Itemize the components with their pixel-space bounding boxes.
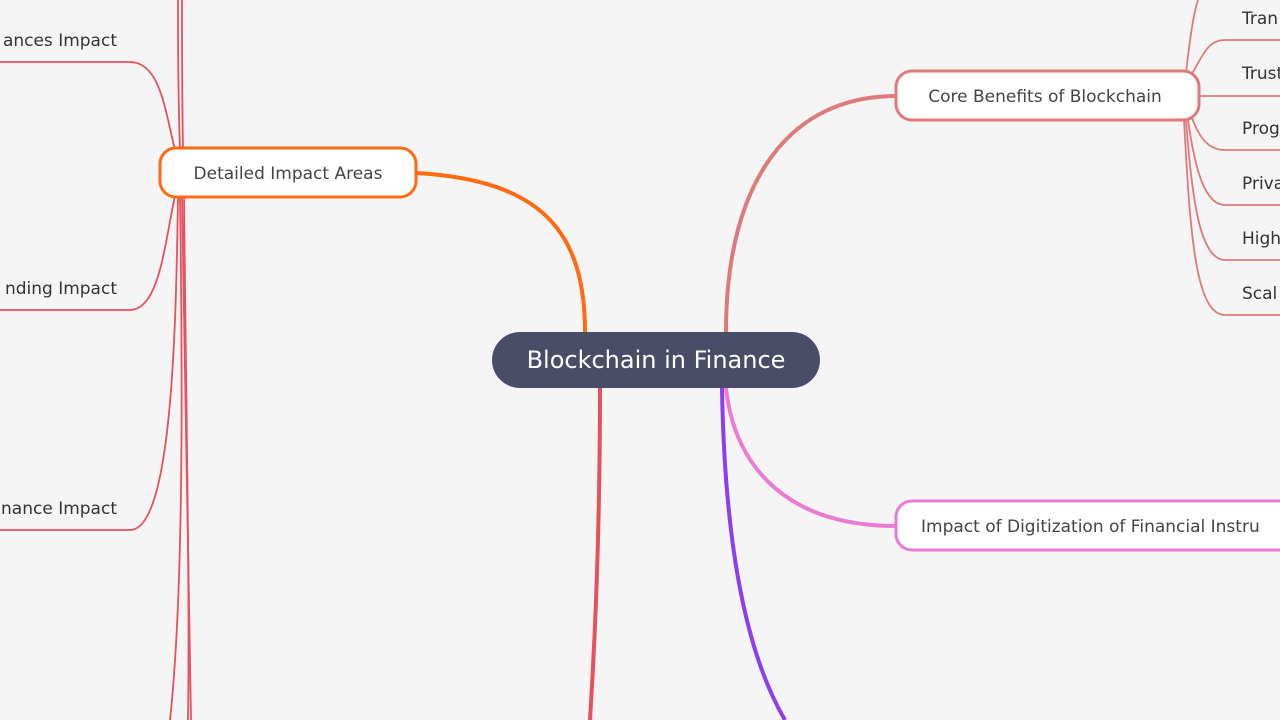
leaf-trust[interactable]: Trust (1241, 64, 1280, 84)
leaf-scalability[interactable]: Scal (1242, 284, 1277, 304)
connector-purple-offscreen (720, 387, 787, 720)
root-label: Blockchain in Finance (527, 346, 786, 374)
node-label: Detailed Impact Areas (194, 164, 383, 184)
node-core-benefits[interactable]: Core Benefits of Blockchain (894, 69, 1201, 122)
connector-digitization (724, 387, 897, 528)
leaf-high[interactable]: High (1242, 229, 1280, 249)
node-impact-digitization[interactable]: Impact of Digitization of Financial Inst… (894, 499, 1280, 552)
leaf-finances-impact[interactable]: ances Impact (3, 31, 117, 51)
connector-detailed (415, 171, 587, 333)
core-child-connectors (1183, 0, 1280, 316)
connector-core (724, 94, 897, 333)
leaf-privacy[interactable]: Priva (1242, 174, 1280, 194)
leaf-lending-impact[interactable]: nding Impact (5, 279, 117, 299)
detailed-children: ances Impact nding Impact nance Impact (1, 31, 117, 519)
connector-red-offscreen (588, 387, 602, 720)
node-detailed-impact-areas[interactable]: Detailed Impact Areas (158, 146, 418, 199)
detailed-child-connectors (0, 0, 192, 720)
node-label: Core Benefits of Blockchain (928, 87, 1162, 107)
leaf-finance-impact[interactable]: nance Impact (1, 499, 117, 519)
core-children: Tran Trust Prog Priva High Scal (1241, 9, 1280, 304)
node-label: Impact of Digitization of Financial Inst… (921, 517, 1260, 537)
leaf-programmability[interactable]: Prog (1242, 119, 1280, 139)
root-node[interactable]: Blockchain in Finance (492, 332, 820, 388)
leaf-transparency[interactable]: Tran (1241, 9, 1278, 29)
